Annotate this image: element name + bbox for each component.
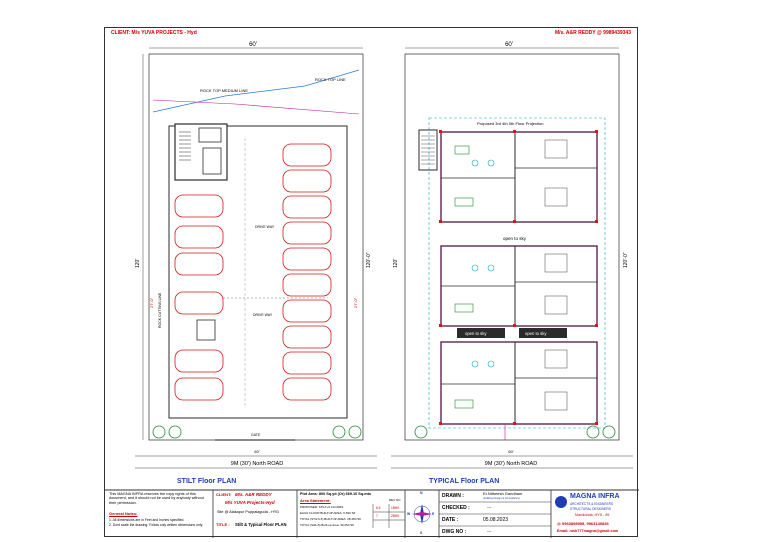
stilt-plan: 60' 120' 120'-0" ROCK TOP MEDIUM LINE RO… (135, 42, 377, 485)
area-line-4: TOTAL (Stilt+5) Built-up Area: 33,250 Sf… (300, 523, 354, 527)
date-value: 05.08.2023 (483, 517, 509, 523)
stilt-gate-label: GATE (251, 433, 261, 437)
plot-area: Plot Area: 800 Sq.yd (Or) 669.10 Sq.mts (300, 492, 371, 496)
flat-block-3 (440, 341, 598, 425)
stilt-cars-left (174, 194, 224, 401)
compass-s: S (420, 531, 423, 535)
stilt-inner-dim-left: 27'-0" (149, 297, 154, 308)
company-tag-1: ARCHITECTS & ENGINEERS (570, 502, 614, 506)
client-header-right: M/s. A&R REDDY @ 9989439343 (554, 30, 631, 36)
drawn-value: Er.Nitheesh Gandham (483, 491, 523, 496)
note-2: 2. Dont scale the drawing. Follow only w… (109, 523, 203, 527)
projection-label: Proposed 3rd 4th 5th Floor Projection (477, 121, 543, 126)
stilt-width-dim: 60' (249, 42, 257, 48)
area-line-3: TOTAL (STILT+5) BUILTUP AREA: 28,450 Sft (300, 517, 361, 521)
note-1: 1. All dimensions are in Feet and Inches… (109, 518, 185, 522)
stilt-inner-dim-right: 27'-0" (353, 297, 358, 308)
stilt-height-dim: 120' (135, 259, 141, 268)
area-statement-title: Area Statement: (300, 498, 331, 503)
rev-row-2-no: 7 (376, 514, 378, 518)
date-label: DATE : (442, 517, 459, 523)
drive-way-label-1: DRIVE WAY (255, 225, 275, 229)
typical-width-dim: 60' (505, 42, 513, 48)
compass-w: W (407, 512, 411, 516)
company-logo-icon (555, 496, 567, 508)
checked-label: CHECKED : (442, 505, 470, 511)
stilt-height-dim-right: 120'-0" (366, 252, 372, 268)
typical-plot-boundary (404, 53, 620, 441)
client-header-left: CLIENT: M/s YUVA PROJECTS - Hyd (111, 30, 197, 36)
drawn-sub: (Ar&Eng Design & Consultancy) (483, 497, 520, 500)
rev-row-1-no: 6.5 (376, 506, 381, 510)
company-name: MAGNA INFRA (570, 493, 620, 500)
typical-trees (414, 425, 616, 439)
dwg-label: DWG NO : (442, 529, 467, 535)
open-sky-1: open to sky (503, 236, 527, 241)
rev-row-2-val: 2BHK (391, 514, 400, 518)
stilt-road-label: 9M (30') North ROAD (231, 461, 283, 467)
flat-block-1 (440, 131, 598, 223)
drawn-label: DRAWN : (442, 493, 464, 499)
rev-title: REV NO (389, 498, 401, 502)
typical-plan-title: TYPICAL Floor PLAN (429, 478, 499, 485)
site-address: Site @ Alakapur Puppalaguda - HYD (217, 510, 280, 514)
client-name: M/s. A&R REDDY (235, 492, 272, 497)
open-sky-3: open to sky (525, 331, 547, 336)
area-line-2: EACH FLOOR BUILTUP AREA: 5,690 Sft (300, 511, 356, 515)
typical-road-dim: 60' (508, 449, 513, 454)
plans-svg: 60' 120' 120'-0" ROCK TOP MEDIUM LINE RO… (105, 42, 639, 538)
typical-road-label: 9M (30') North ROAD (485, 461, 537, 467)
area-line-1: PROPOSED: STILT+5 FLOORS (300, 505, 344, 509)
open-sky-2: open to sky (465, 331, 487, 336)
rock-top-medium-label: ROCK TOP MEDIUM LINE (200, 88, 248, 93)
title-value: Stilt & Typical Floor PLAN (235, 522, 287, 527)
checked-value: --- (487, 505, 492, 510)
rock-cutting-label: ROCK CUTTING LINE (158, 292, 162, 328)
general-notes-title: General Notes: (109, 511, 138, 516)
drive-way-label-2: DRIVE WAY (253, 313, 273, 317)
client-company: M/s YUVA Projects-Hyd (225, 500, 275, 505)
title-block (105, 489, 639, 538)
stilt-cars-right (282, 143, 332, 401)
flat-block-2 (440, 245, 598, 327)
stilt-road-dim: 60' (254, 449, 259, 454)
column-markers (439, 130, 598, 425)
title-label: TITLE : (216, 522, 230, 527)
compass-e: E (432, 512, 435, 516)
drawing-sheet: CLIENT: M/s YUVA PROJECTS - Hyd M/s. A&R… (104, 27, 639, 538)
dwg-value: --- (487, 529, 492, 534)
stilt-plan-title: STILT Floor PLAN (177, 478, 236, 485)
copyright-notice: This MAGNA INFRA reserves the copy right… (109, 492, 204, 505)
compass-icon (412, 504, 432, 524)
stilt-trees (152, 425, 362, 439)
typical-plan: 60' 120' 120'-0" Proposed 3rd 4th 5th Fl… (391, 42, 633, 485)
typical-height-dim: 120' (393, 259, 399, 268)
company-address: Manikonda, HYD - 89 (575, 513, 610, 517)
company-phone: @ 9963898958, 9963140836 (557, 521, 609, 526)
typical-height-dim-right: 120'-0" (623, 252, 629, 268)
client-label: CLIENT: (216, 492, 232, 497)
rev-row-1-val: 1BHK (391, 506, 400, 510)
rock-top-label: ROCK TOP LINE (315, 77, 346, 82)
company-tag-2: STRUCTURAL DESIGNERS (570, 507, 611, 511)
company-email: Email: nish777magna@gmail.com (557, 529, 619, 533)
compass-n: N (420, 491, 423, 495)
